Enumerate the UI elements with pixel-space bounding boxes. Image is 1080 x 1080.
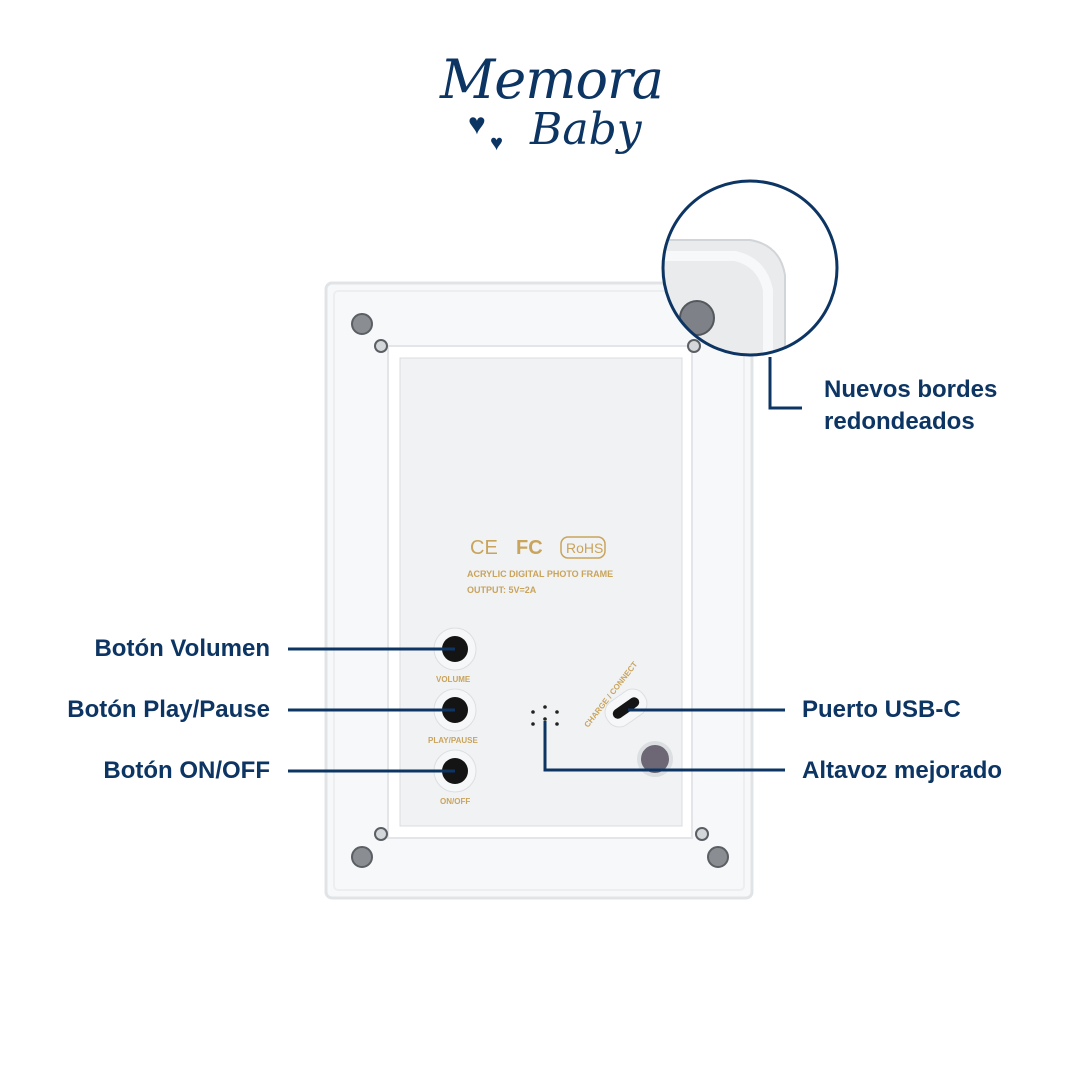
brand-logo: Memora ♥♥ Baby [440,48,664,155]
callout-volume: Botón Volumen [94,635,270,662]
usb-c-port-icon [604,688,648,728]
callout-play-pause: Botón Play/Pause [67,696,270,723]
ce-mark: CE [470,537,498,559]
screw-icons [351,313,729,868]
sensor-lens [637,741,673,777]
callout-rounded-edges: Nuevos bordes redondeados [824,374,997,438]
on-off-label: ON/OFF [440,797,470,806]
callout-speaker: Altavoz mejorado [802,757,1003,784]
output-spec: OUTPUT: 5V=2A [467,585,537,595]
leader-lines [288,357,802,773]
speaker-icon [531,705,559,726]
fc-mark: FC [516,537,543,559]
callout-rounded-edges-line2: redondeados [824,408,975,435]
product-name: ACRYLIC DIGITAL PHOTO FRAME [467,569,613,579]
rohs-mark: RoHS [566,540,603,556]
logo-line-1: Memora [440,48,664,111]
play-pause-label: PLAY/PAUSE [428,736,478,745]
callout-usb-c: Puerto USB-C [802,696,961,723]
callout-rounded-edges-line1: Nuevos bordes [824,376,998,403]
magnified-corner [663,181,837,355]
callout-on-off: Botón ON/OFF [103,757,270,784]
logo-line-2: Baby [530,104,642,155]
volume-label: VOLUME [436,675,471,684]
